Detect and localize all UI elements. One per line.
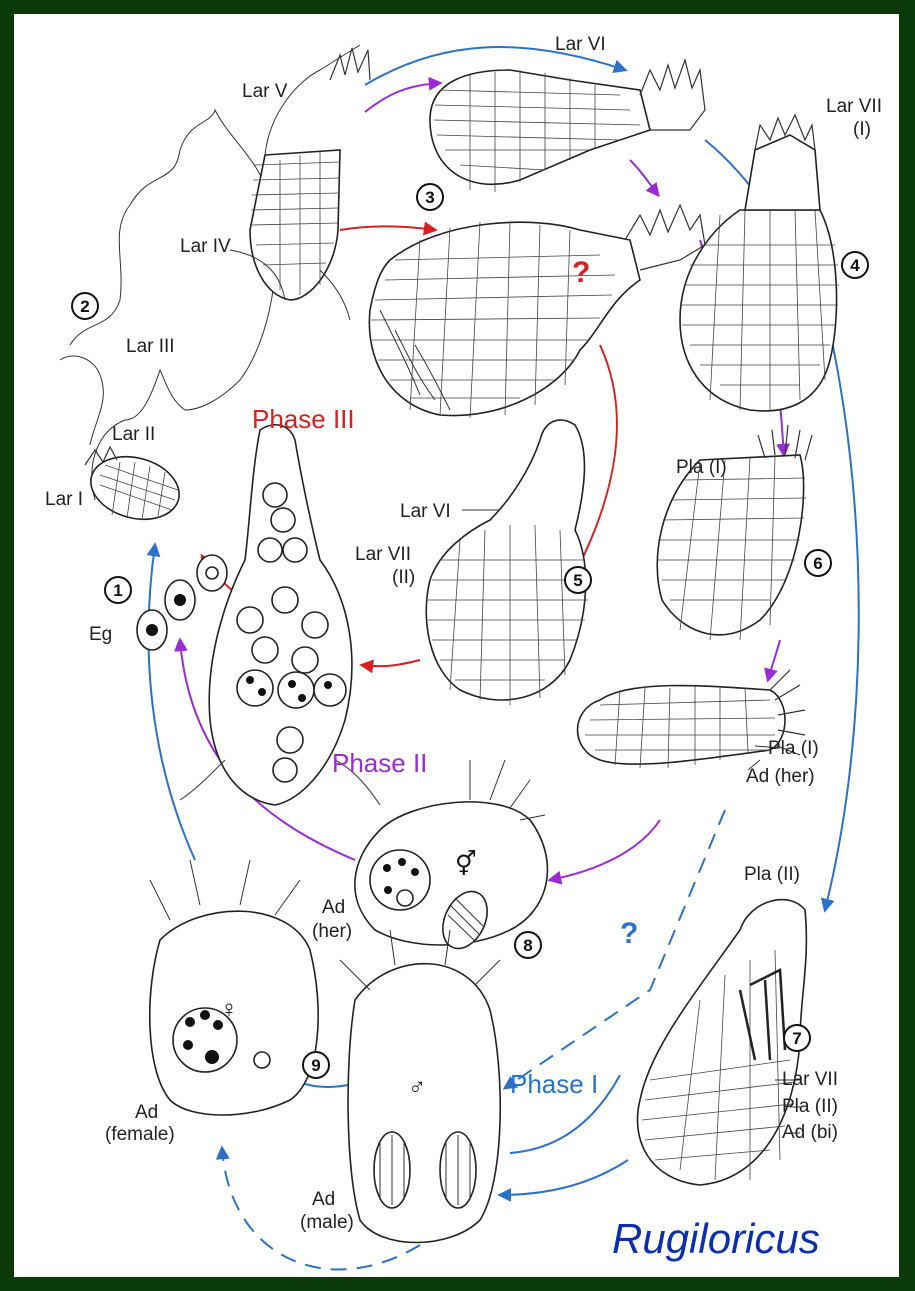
svg-text:8: 8 <box>523 936 532 955</box>
label-lar-ii: Lar II <box>112 424 155 445</box>
label-lar-i: Lar I <box>45 489 83 510</box>
svg-text:2: 2 <box>80 297 89 316</box>
stage-number-7: 7 <box>784 1025 810 1051</box>
phase-ii-label: Phase II <box>332 748 427 778</box>
svg-text:4: 4 <box>850 256 860 275</box>
hermaphrodite-symbol-icon: ⚥ <box>455 850 477 878</box>
larva-stage-6 <box>430 60 705 192</box>
label-pla-ii-top: Pla (II) <box>744 864 800 885</box>
stage-number-4: 4 <box>842 252 868 278</box>
larva-stage-5 <box>426 420 588 705</box>
svg-text:5: 5 <box>573 571 582 590</box>
label-lar-iii: Lar III <box>126 336 175 357</box>
stage-number-3: 3 <box>417 184 443 210</box>
stage-number-9: 9 <box>303 1052 329 1078</box>
label-eg: Eg <box>89 624 112 645</box>
label-pla-i-b: Pla (I) <box>768 738 819 759</box>
svg-text:7: 7 <box>792 1029 801 1048</box>
adult-female <box>150 860 318 1115</box>
svg-text:1: 1 <box>113 581 122 600</box>
stage-number-2: 2 <box>72 293 98 319</box>
egg-drawings <box>137 555 227 650</box>
male-symbol-icon: ♂ <box>408 1074 426 1101</box>
label-ad-her-b1: Ad <box>322 897 345 918</box>
larva-stage-1 <box>84 447 186 529</box>
label-ad-male-2: (male) <box>300 1212 354 1233</box>
larva-stage-7-i <box>680 115 839 411</box>
label-ad-female-1: Ad <box>135 1102 158 1123</box>
stage-number-8: 8 <box>515 932 541 958</box>
label-lar-vi-mid: Lar VI <box>400 501 451 522</box>
question-mark-blue: ? <box>620 917 638 950</box>
adult-hermaphrodite <box>355 760 548 956</box>
label-lar-vi-top: Lar VI <box>555 34 606 55</box>
label-lar-iv: Lar IV <box>180 236 231 257</box>
phase-iii-label: Phase III <box>252 404 355 434</box>
question-mark-red: ? <box>572 256 590 289</box>
svg-text:6: 6 <box>813 554 822 573</box>
label-ad-her-a: Ad (her) <box>746 766 815 787</box>
label-lar-vii-b: Lar VII <box>782 1069 838 1090</box>
label-lar-vii-ii-b: (II) <box>392 567 415 588</box>
larva-stage-3 <box>369 205 705 418</box>
stage-number-6: 6 <box>805 550 831 576</box>
genus-title: Rugiloricus <box>612 1215 820 1262</box>
stage-number-1: 1 <box>105 577 131 603</box>
label-ad-male-1: Ad <box>312 1189 335 1210</box>
svg-text:3: 3 <box>425 188 434 207</box>
label-ad-bi: Ad (bi) <box>782 1122 838 1143</box>
label-ad-female-2: (female) <box>105 1124 175 1145</box>
label-lar-vii-i-b: (I) <box>853 119 871 140</box>
label-lar-vii-ii-a: Lar VII <box>355 544 411 565</box>
female-symbol-icon: ♀ <box>220 996 238 1023</box>
svg-text:9: 9 <box>311 1056 320 1075</box>
stage-number-5: 5 <box>565 567 591 593</box>
label-pla-i-a: Pla (I) <box>676 457 727 478</box>
label-ad-her-b2: (her) <box>312 921 352 942</box>
phase-i-label: Phase I <box>510 1069 598 1099</box>
label-pla-ii-b: Pla (II) <box>782 1096 838 1117</box>
label-lar-vii-i-a: Lar VII <box>826 96 882 117</box>
label-lar-v: Lar V <box>242 81 288 102</box>
